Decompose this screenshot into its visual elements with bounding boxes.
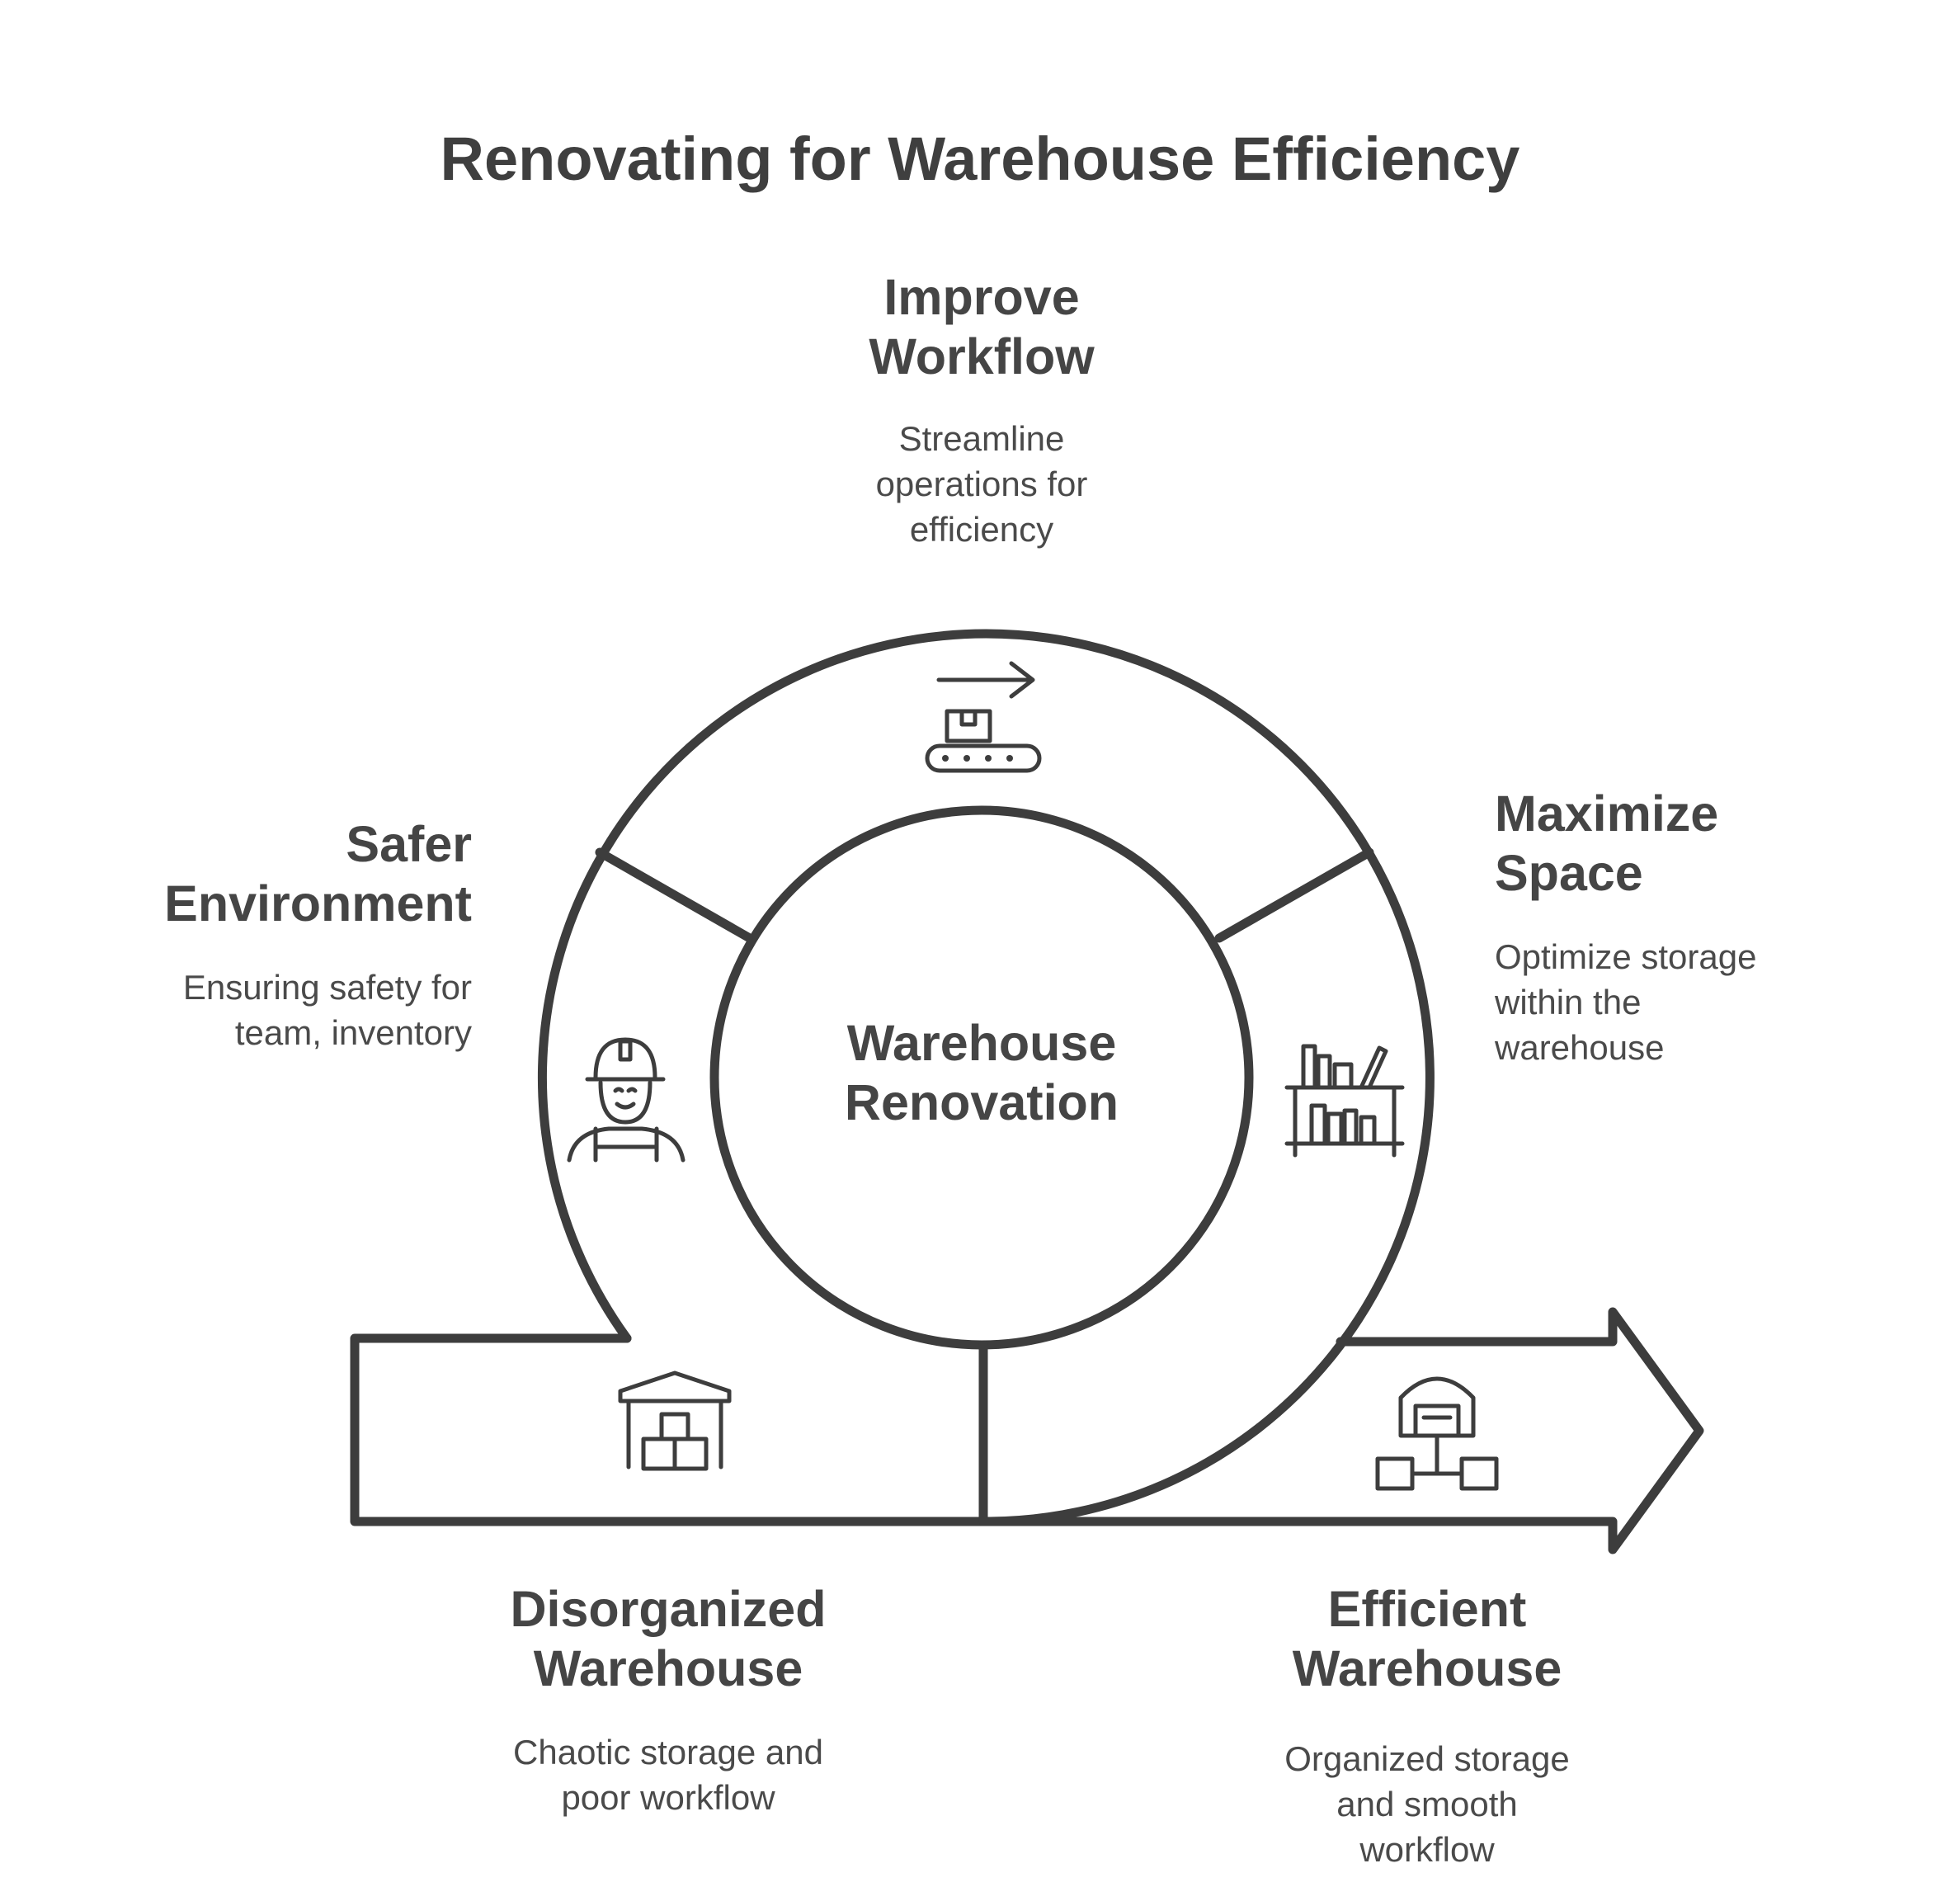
spoke-right xyxy=(1214,847,1374,943)
safer-environment-block: Safer Environment Ensuring safety for te… xyxy=(66,814,472,1055)
efficient-warehouse-block: Efficient Warehouse Organized storage an… xyxy=(1221,1579,1633,1872)
disorganized-warehouse-title: Disorganized Warehouse xyxy=(510,1581,827,1696)
maximize-space-desc: Optimize storage within the warehouse xyxy=(1495,937,1757,1067)
conveyor-box-icon xyxy=(925,661,1042,773)
maximize-space-title: Maximize Space xyxy=(1495,785,1719,901)
tent-boxes-icon xyxy=(618,1370,732,1471)
safer-environment-desc: Ensuring safety for team, inventory xyxy=(182,968,472,1052)
disorganized-warehouse-desc: Chaotic storage and poor workflow xyxy=(513,1733,823,1817)
end-arrow xyxy=(978,1307,1704,1554)
efficient-warehouse-desc: Organized storage and smooth workflow xyxy=(1284,1739,1570,1869)
shelves-icon xyxy=(1284,1044,1405,1158)
improve-workflow-desc: Streamline operations for efficiency xyxy=(875,419,1088,549)
maximize-space-block: Maximize Space Optimize storage within t… xyxy=(1495,784,1907,1070)
worker-helmet-icon xyxy=(567,1037,686,1163)
disorganized-warehouse-block: Disorganized Warehouse Chaotic storage a… xyxy=(462,1579,874,1820)
hub-label: Warehouse Renovation xyxy=(844,1015,1119,1130)
diagram-title: Renovating for Warehouse Efficiency xyxy=(440,125,1520,193)
outer-ring xyxy=(538,629,1435,1526)
spoke-left xyxy=(595,847,753,942)
warehouse-network-icon xyxy=(1375,1376,1499,1491)
safer-environment-title: Safer Environment xyxy=(164,816,472,932)
efficient-warehouse-title: Efficient Warehouse xyxy=(1292,1581,1562,1696)
start-box xyxy=(350,1333,988,1526)
improve-workflow-title: Improve Workflow xyxy=(869,269,1095,384)
improve-workflow-block: Improve Workflow Streamline operations f… xyxy=(817,267,1147,552)
